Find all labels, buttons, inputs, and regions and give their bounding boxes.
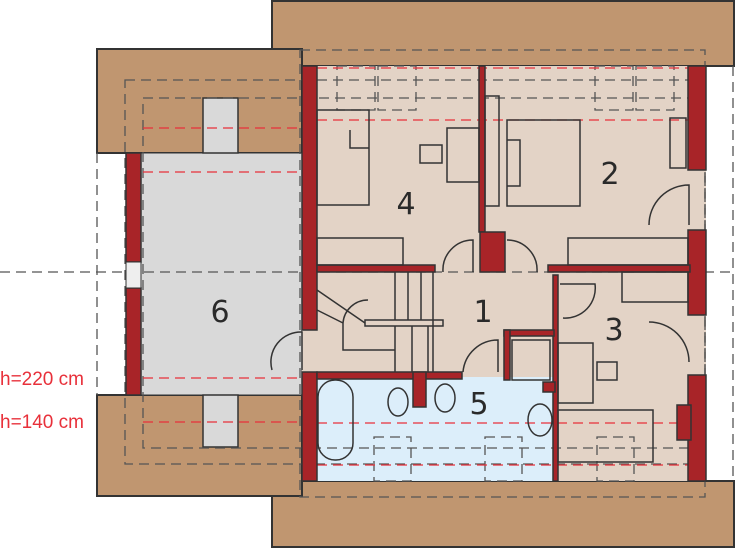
height-label-220: h=220 cm: [0, 369, 84, 390]
roof-areas: [96, 0, 735, 548]
room-label-4: 4: [396, 187, 415, 222]
room-6-area: [125, 152, 303, 396]
room-label-5: 5: [469, 387, 488, 422]
walls: [125, 65, 707, 482]
height-label-140: h=140 cm: [0, 412, 84, 433]
room-label-6: 6: [210, 295, 229, 330]
room-label-2: 2: [600, 157, 619, 192]
furniture: [270, 95, 690, 463]
room-label-3: 3: [604, 313, 623, 348]
room-label-1: 1: [473, 295, 492, 330]
height-lines: [143, 67, 690, 466]
